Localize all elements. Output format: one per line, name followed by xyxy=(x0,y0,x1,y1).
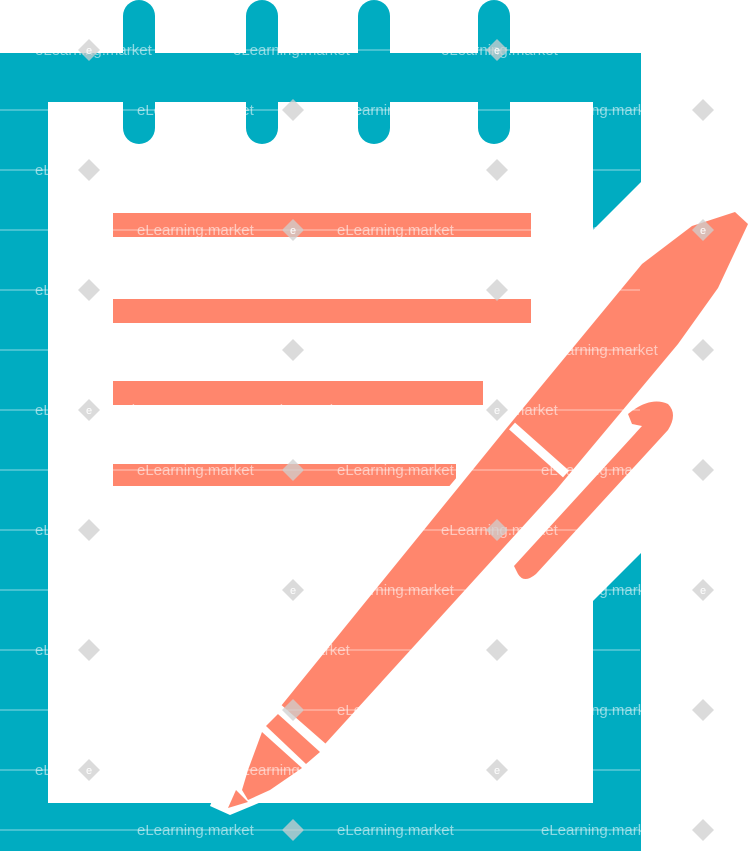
watermark-diamond: e xyxy=(692,579,714,601)
watermark-text: eLearning.market xyxy=(541,102,659,119)
watermark-diamond xyxy=(486,279,508,301)
watermark-diamond: e xyxy=(486,39,508,61)
notepad-paper xyxy=(48,102,593,803)
watermark-text: eLearning.market xyxy=(541,582,659,599)
watermark-badge-letter: e xyxy=(86,405,92,417)
text-line xyxy=(113,213,531,237)
watermark-diamond: e xyxy=(486,759,508,781)
watermark-diamond xyxy=(78,519,100,541)
spiral-binding xyxy=(123,0,510,144)
watermark-diamond xyxy=(282,99,304,121)
pen-band xyxy=(509,422,569,478)
watermark-text: eLearning.market xyxy=(137,462,255,479)
watermark-diamond xyxy=(486,639,508,661)
text-line xyxy=(113,381,483,405)
watermark-text: eLearning.market xyxy=(233,282,351,299)
watermark-diamond: e xyxy=(78,39,100,61)
pen-band xyxy=(275,704,329,754)
watermark-text: eLearning.market xyxy=(337,702,455,719)
spiral-ring xyxy=(246,0,278,144)
watermark-text: eLearning.market xyxy=(541,822,659,839)
watermark-text: eLearning.market xyxy=(137,582,255,599)
watermark-text: eLearning.market xyxy=(337,342,455,359)
watermark-text: eLearning.market xyxy=(137,102,255,119)
watermark-text: eLearning.market xyxy=(233,402,351,419)
watermark-diamond: e xyxy=(78,759,100,781)
watermark-badge-letter: e xyxy=(494,765,500,777)
watermark-diamond xyxy=(78,639,100,661)
pen-clip xyxy=(514,401,673,579)
watermark-badge-letter: e xyxy=(700,585,706,597)
watermark-text: eLearning.market xyxy=(233,42,351,59)
watermark-text: eLearning.market xyxy=(233,762,351,779)
watermark-text: eLearning.market xyxy=(137,222,255,239)
watermark-diamond xyxy=(692,699,714,721)
pen-barrel xyxy=(281,212,748,744)
watermark-diamond xyxy=(282,339,304,361)
watermark-diamond xyxy=(692,459,714,481)
watermark-text: eLearning.market xyxy=(337,222,455,239)
watermark-diamond xyxy=(282,699,304,721)
watermark-diamond: e xyxy=(486,399,508,421)
spiral-ring xyxy=(478,0,510,144)
pen-tip xyxy=(242,732,302,800)
text-line xyxy=(113,299,531,323)
watermark-badge-letter: e xyxy=(290,585,296,597)
watermark-layer: eLearning.market eLearning.market eLearnin… xyxy=(0,39,714,841)
watermark-text: eLearning.market xyxy=(137,342,255,359)
watermark-diamond: e xyxy=(692,219,714,241)
watermark-text: eLearning.market xyxy=(337,822,455,839)
watermark-text: eLearning.market xyxy=(541,702,659,719)
notepad xyxy=(0,53,641,851)
watermark-diamond: e xyxy=(78,399,100,421)
watermark-text: eLearning.market xyxy=(137,822,255,839)
watermark-text: eLearning.market xyxy=(233,162,351,179)
watermark-text: eLearning.market xyxy=(233,642,351,659)
watermark-badge-letter: e xyxy=(700,225,706,237)
watermark-badge-letter: e xyxy=(86,45,92,57)
watermark-diamond xyxy=(486,159,508,181)
watermark-diamond: e xyxy=(282,219,304,241)
watermark-text: eLearning.market xyxy=(541,222,659,239)
watermark-badge-letter: e xyxy=(494,405,500,417)
watermark-text: eLearning.market xyxy=(541,342,659,359)
spiral-ring xyxy=(358,0,390,144)
watermark-text: eLearning.market xyxy=(233,522,351,539)
watermark-diamond xyxy=(692,339,714,361)
watermark-diamond xyxy=(78,279,100,301)
watermark-text: eLearning.market xyxy=(541,462,659,479)
watermark-text: eLearning.market xyxy=(337,462,455,479)
pen xyxy=(210,206,750,815)
watermark-text: eLearning.market xyxy=(337,582,455,599)
watermark-diamond xyxy=(692,819,714,841)
pen-grip xyxy=(266,714,320,764)
watermark-text: eLearning.market xyxy=(337,102,455,119)
spiral-ring xyxy=(123,0,155,144)
watermark-diamond xyxy=(78,159,100,181)
watermark-diamond xyxy=(282,459,304,481)
watermark-diamond: e xyxy=(282,579,304,601)
watermark-text: eLearning.market xyxy=(137,702,255,719)
watermark-badge-letter: e xyxy=(494,45,500,57)
watermark-badge-letter: e xyxy=(86,765,92,777)
watermark-diamond xyxy=(692,99,714,121)
watermark-diamond xyxy=(486,519,508,541)
watermark-badge-letter: e xyxy=(290,225,296,237)
pen-nib xyxy=(228,790,248,808)
watermark-diamond xyxy=(282,819,304,841)
